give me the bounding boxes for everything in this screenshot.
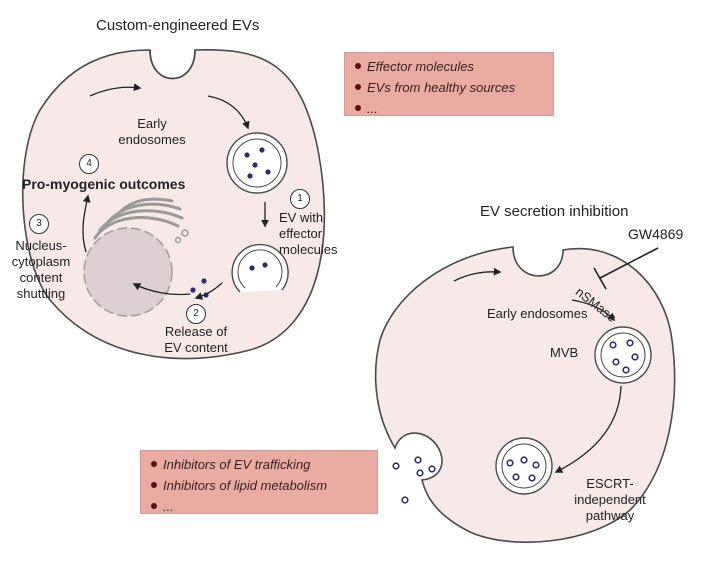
- box-item-more: ...: [355, 98, 545, 119]
- mvb-lower: [495, 437, 553, 495]
- step-2-label: Release of EV content: [150, 324, 242, 356]
- box-item-more-right: ...: [151, 496, 369, 517]
- step-3-label: Nucleus- cytoplasm content shuttling: [2, 238, 80, 302]
- left-panel-title: Custom-engineered EVs: [96, 17, 260, 34]
- step-1-label: EV with effector molecules: [279, 210, 338, 258]
- step-2-badge: 2: [186, 304, 206, 324]
- step-1-line1: EV with: [279, 210, 324, 225]
- left-cell-membrane: [21, 49, 326, 360]
- early-endosomes-label: Early endosomes: [112, 116, 192, 148]
- early-endosomes-line1: Early: [137, 116, 167, 131]
- step-3-line1: Nucleus-: [15, 238, 67, 253]
- left-effector-box: Effector molecules EVs from healthy sour…: [344, 52, 554, 116]
- step-2-line1: Release of: [164, 324, 228, 339]
- step-3-line4: shuttling: [16, 286, 66, 301]
- box-item-healthy-sources: EVs from healthy sources: [355, 77, 545, 98]
- right-early-endosomes-label: Early endosomes: [487, 306, 588, 321]
- step-3-line3: content: [19, 270, 63, 285]
- outcome-label: Pro-myogenic outcomes: [22, 176, 186, 192]
- right-inhibitors-box: Inhibitors of EV trafficking Inhibitors …: [140, 450, 378, 514]
- fusing-endosome: [231, 243, 289, 293]
- step-2-line2: EV content: [164, 340, 228, 355]
- left-arrows: [82, 83, 269, 300]
- box-item-effector: Effector molecules: [355, 56, 545, 77]
- released-ev: [190, 287, 196, 293]
- step-4-badge: 4: [79, 154, 99, 174]
- early-endosomes-line2: endosomes: [118, 132, 186, 147]
- step-1-line3: molecules: [279, 242, 338, 257]
- mvb-vesicle: [594, 326, 652, 384]
- escrt-line1: ESCRT-: [586, 476, 634, 491]
- inhibition-line: [593, 247, 659, 290]
- right-cell-membrane: [374, 246, 676, 543]
- nucleus: [83, 227, 173, 317]
- escrt-line3: pathway: [585, 508, 635, 523]
- box-item-trafficking: Inhibitors of EV trafficking: [151, 454, 369, 475]
- step-3-line2: cytoplasm: [11, 254, 71, 269]
- endosome-with-evs: [226, 132, 288, 194]
- gw4869-label: GW4869: [628, 226, 684, 242]
- mvb-label: MVB: [550, 345, 579, 360]
- step-1-badge: 1: [290, 189, 310, 209]
- step-3-badge: 3: [29, 214, 49, 234]
- secreted-exosomes: [392, 456, 436, 504]
- released-ev: [201, 278, 207, 284]
- right-panel-title: EV secretion inhibition: [480, 203, 629, 220]
- box-item-lipid: Inhibitors of lipid metabolism: [151, 475, 369, 496]
- er-stacks: [93, 197, 184, 240]
- escrt-line2: independent: [574, 492, 646, 507]
- step-1-line2: effector: [279, 226, 323, 241]
- escrt-pathway-label: ESCRT- independent pathway: [560, 476, 660, 524]
- right-arrows: [453, 267, 622, 473]
